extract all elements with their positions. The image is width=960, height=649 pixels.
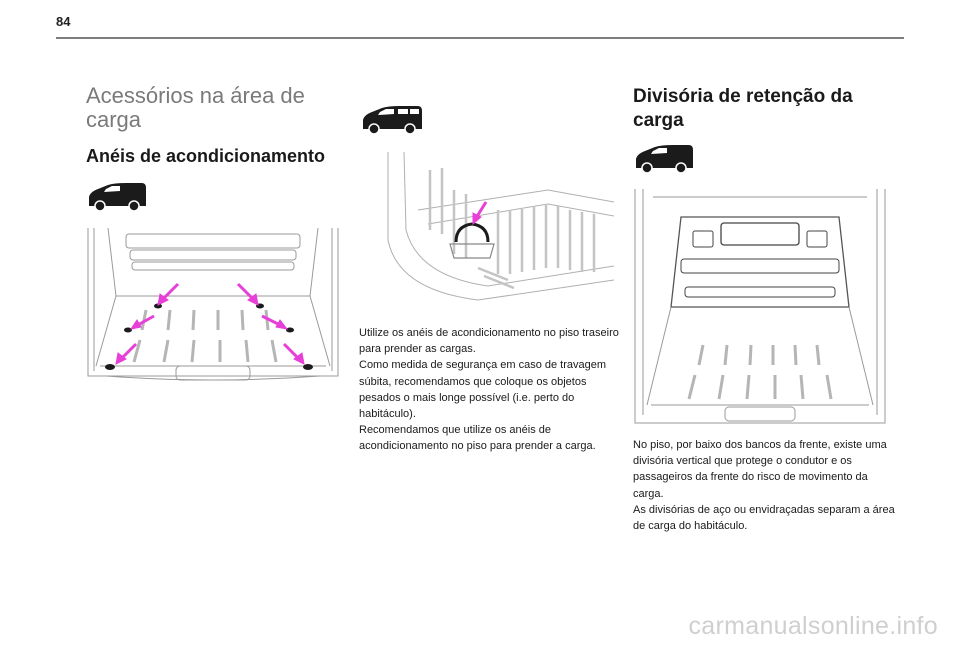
floor-ring-closeup-illustration — [358, 150, 614, 314]
header-divider — [56, 37, 904, 39]
middle-text-block: Utilize os anéis de acondicionamento no … — [359, 325, 619, 455]
passenger-van-icon — [363, 106, 422, 135]
paragraph: Utilize os anéis de acondicionamento no … — [359, 327, 619, 356]
cargo-partition-illustration — [633, 187, 887, 431]
cargo-rings-illustration — [86, 226, 340, 388]
page-number: 84 — [56, 14, 71, 29]
heading-aneis: Anéis de acondicionamento — [86, 146, 326, 166]
van-icon — [636, 145, 693, 174]
paragraph: No piso, por baixo dos bancos da frente,… — [633, 439, 887, 500]
paragraph: Recomendamos que utilize os anéis de aco… — [359, 424, 596, 453]
right-text-block: No piso, por baixo dos bancos da frente,… — [633, 437, 895, 534]
heading-divisoria: Divisória de retenção da carga — [633, 86, 853, 131]
section-title: Acessórios na área de carga — [86, 83, 305, 132]
watermark[interactable]: carmanualsonline.info — [688, 612, 938, 640]
van-icon — [89, 183, 146, 212]
paragraph: As divisórias de aço ou envidraçadas sep… — [633, 503, 895, 533]
paragraph: Como medida de segurança em caso de trav… — [359, 359, 607, 421]
